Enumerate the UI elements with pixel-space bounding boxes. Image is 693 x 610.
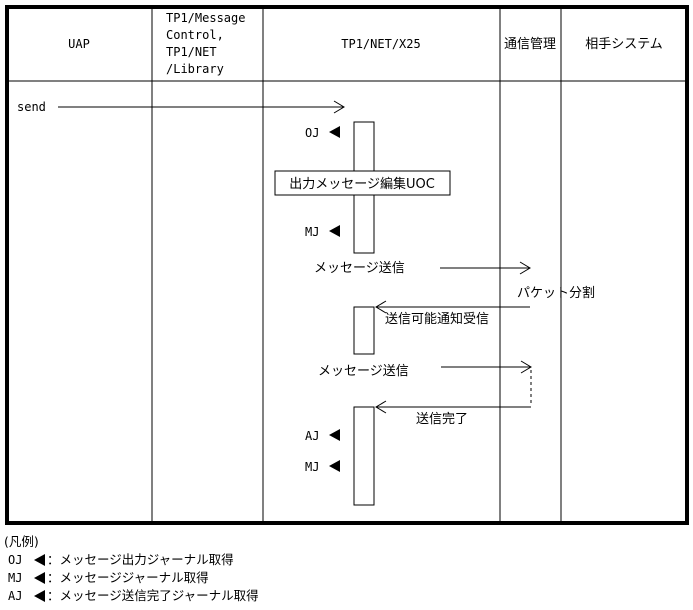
packet-split-label: パケット分割	[517, 285, 595, 301]
aj-triangle-icon	[329, 429, 340, 441]
send-label: send	[17, 100, 46, 114]
header-message-control-line2: Control,	[166, 28, 224, 42]
marker-oj-label: OJ	[305, 126, 319, 140]
legend-item-mj: MJ ：メッセージジャーナル取得	[4, 569, 404, 587]
send-ok-notify-label: 送信可能通知受信	[385, 311, 489, 327]
activation-bar-3	[353, 406, 375, 506]
marker-mj1-label: MJ	[305, 225, 319, 239]
msg-send-1-label: メッセージ送信	[314, 261, 405, 276]
header-message-control-line1: TP1/Message	[166, 11, 245, 25]
marker-aj-label: AJ	[305, 429, 319, 443]
msg-send-2-label: メッセージ送信	[318, 364, 409, 379]
header-uap: UAP	[68, 37, 90, 51]
header-message-control-line4: /Library	[166, 62, 224, 76]
send-complete-arrowhead	[375, 400, 387, 414]
legend-item-oj: OJ ：メッセージ出力ジャーナル取得	[4, 551, 404, 569]
legend: (凡例) OJ ：メッセージ出力ジャーナル取得 MJ ：メッセージジャーナル取得…	[4, 533, 404, 605]
send-ok-arrowhead	[375, 300, 387, 314]
triangle-icon	[34, 590, 45, 602]
diagram-frame	[5, 5, 689, 525]
legend-desc: ：メッセージ出力ジャーナル取得	[47, 552, 234, 567]
send-complete-label: 送信完了	[416, 412, 468, 427]
mj2-triangle-icon	[329, 460, 340, 472]
send-arrowhead	[333, 100, 345, 114]
activation-bar-2	[353, 306, 375, 355]
legend-item-aj: AJ ：メッセージ送信完了ジャーナル取得	[4, 587, 404, 605]
header-remote-system: 相手システム	[585, 37, 663, 52]
legend-abbr: MJ	[8, 571, 23, 585]
msg-send-1-arrowhead	[519, 261, 531, 275]
legend-abbr: AJ	[8, 589, 23, 603]
legend-title: (凡例)	[4, 534, 39, 549]
header-tp1net-x25: TP1/NET/X25	[341, 37, 420, 51]
header-message-control-line3: TP1/NET	[166, 45, 217, 59]
marker-mj2-label: MJ	[305, 460, 319, 474]
mj1-triangle-icon	[329, 225, 340, 237]
sequence-diagram: UAP TP1/Message Control, TP1/NET /Librar…	[5, 5, 689, 525]
legend-desc: ：メッセージジャーナル取得	[47, 570, 209, 585]
header-comm-management: 通信管理	[504, 37, 556, 52]
uoc-box	[274, 170, 451, 196]
msg-send-2-arrowhead	[520, 360, 532, 374]
legend-desc: ：メッセージ送信完了ジャーナル取得	[47, 588, 259, 603]
triangle-icon	[34, 554, 45, 566]
oj-triangle-icon	[329, 126, 340, 138]
uoc-box-label: 出力メッセージ編集UOC	[289, 176, 435, 192]
legend-abbr: OJ	[8, 553, 23, 567]
triangle-icon	[34, 572, 45, 584]
